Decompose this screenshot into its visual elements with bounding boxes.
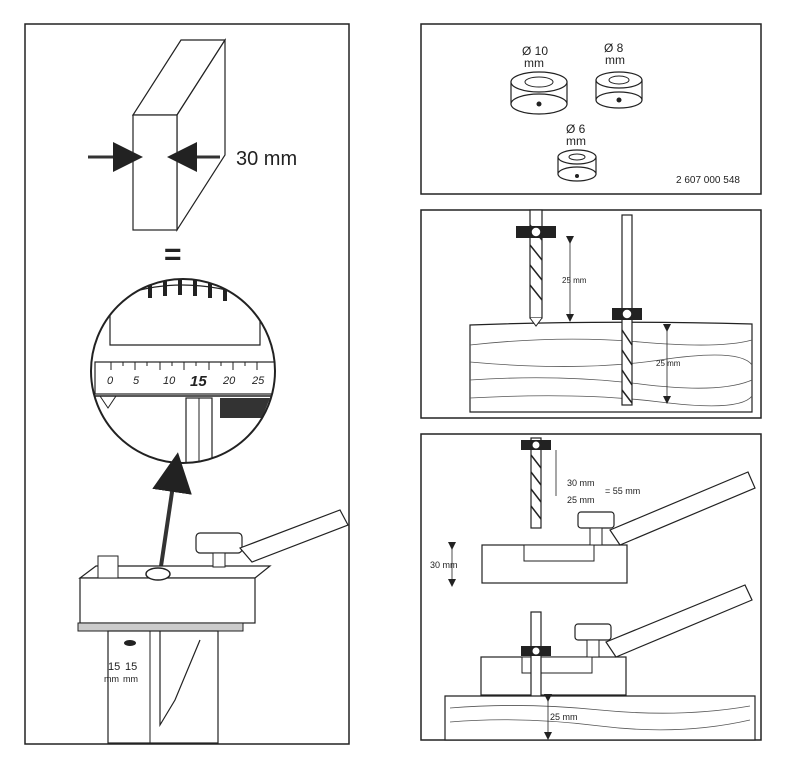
scale-tick-25: 25 xyxy=(251,375,265,387)
drill-depth-panel: 25 mm 25 mm xyxy=(420,209,762,419)
collar-6-label: Ø 6 xyxy=(566,122,586,136)
collar-6-unit: mm xyxy=(566,134,586,148)
thickness-label: 30 mm xyxy=(236,148,297,170)
scale-tick-0: 0 xyxy=(107,375,114,387)
sum-label: = 55 mm xyxy=(605,486,640,496)
wood-depth-label: 25 mm xyxy=(656,359,681,368)
dowelling-jig xyxy=(77,509,349,744)
drill-bit-raised xyxy=(516,209,556,327)
lower-wood xyxy=(444,695,756,741)
wood-block xyxy=(469,321,753,413)
side-label-2: 15 xyxy=(125,661,137,673)
left-panel: 30 mm = xyxy=(24,23,350,745)
lower-jig-assembly xyxy=(480,584,753,733)
upper-jig xyxy=(481,471,756,584)
board-illustration xyxy=(131,37,227,233)
drill-bit-inserted xyxy=(612,214,642,406)
scale-tick-10: 10 xyxy=(163,375,176,387)
side-label-1: 15 xyxy=(108,661,120,673)
label-25mm: 25 mm xyxy=(567,495,595,505)
block-label: 30 mm xyxy=(430,560,458,570)
depth-collars-panel: Ø 10 mm Ø 8 mm Ø 6 mm 2 607 000 548 xyxy=(420,23,762,195)
bit-depth-label: 25 mm xyxy=(562,276,587,285)
collar-8-unit: mm xyxy=(605,53,625,67)
label-30mm: 30 mm xyxy=(567,478,595,488)
collar-8-label: Ø 8 xyxy=(604,41,624,55)
side-unit-1: mm xyxy=(104,674,119,684)
scale-tick-5: 5 xyxy=(133,375,140,387)
upper-drill-bit xyxy=(521,437,551,529)
dowel-depth-panel: 30 mm 25 mm = 55 mm 30 mm xyxy=(420,433,762,741)
collar-8mm xyxy=(595,71,643,109)
scale-tick-20: 20 xyxy=(222,375,236,387)
scale-tick-15: 15 xyxy=(190,373,207,390)
equals-sign: = xyxy=(164,238,182,271)
collar-10-unit: mm xyxy=(524,56,544,70)
part-number: 2 607 000 548 xyxy=(676,175,740,186)
bottom-depth-label: 25 mm xyxy=(550,712,578,722)
scale-magnifier: 0 5 10 15 20 25 xyxy=(90,278,276,464)
collar-10-label: Ø 10 xyxy=(522,44,548,58)
collar-10mm xyxy=(510,71,568,115)
side-unit-2: mm xyxy=(123,674,138,684)
collar-6mm xyxy=(557,149,597,182)
